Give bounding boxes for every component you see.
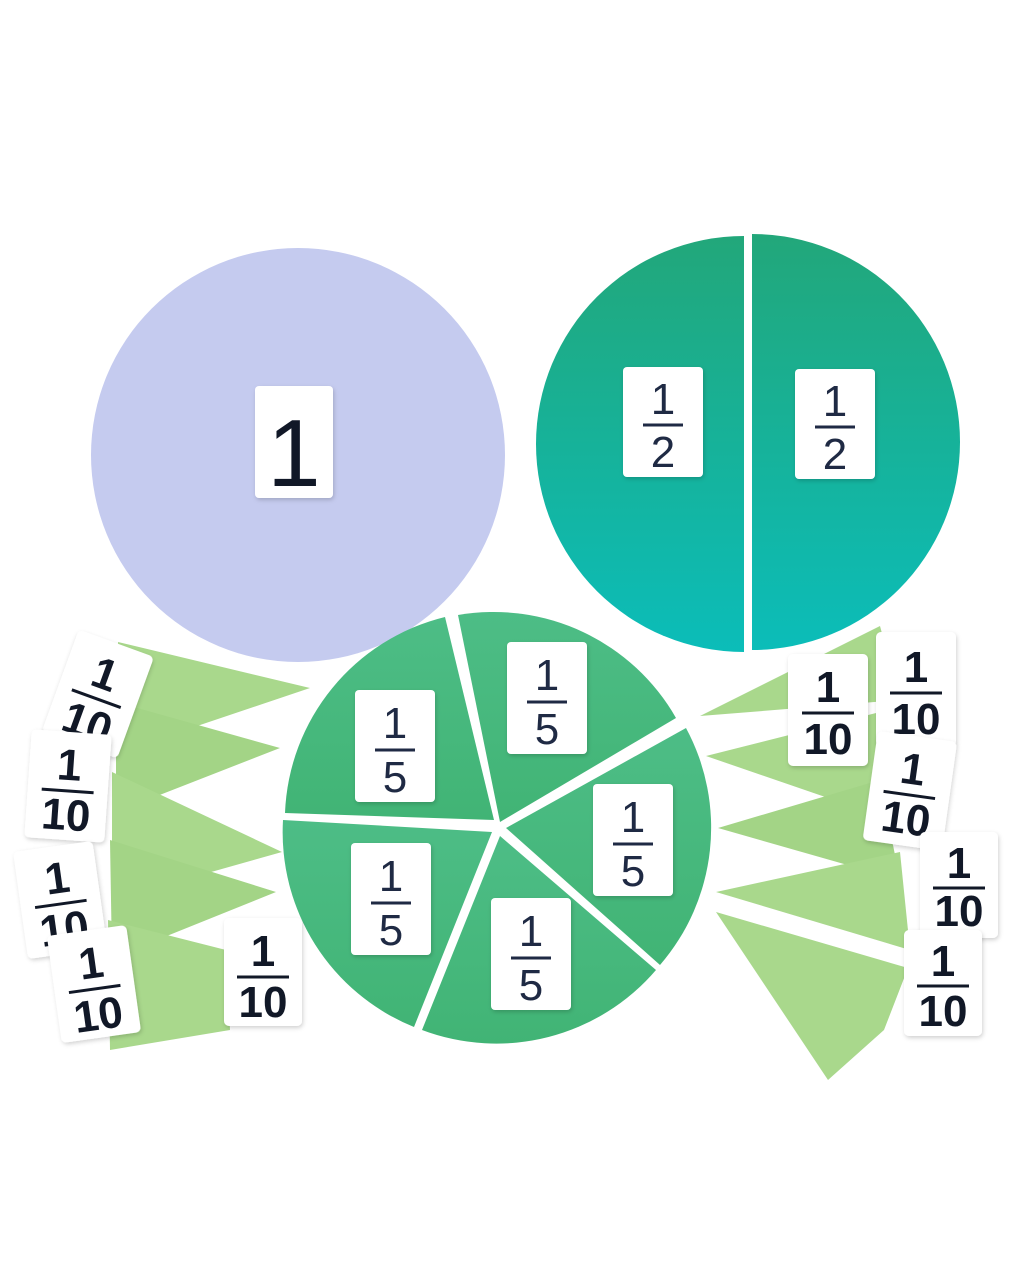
tenth-denominator: 10 xyxy=(40,789,92,841)
tenth-denominator: 10 xyxy=(919,987,968,1036)
tenth-card: 1 10 xyxy=(24,729,112,843)
fifth-denominator: 5 xyxy=(379,906,403,955)
fifth-numerator: 1 xyxy=(621,793,645,842)
tenth-card: 1 10 xyxy=(788,654,868,766)
fifth-card: 1 5 xyxy=(355,690,435,802)
fifth-card: 1 5 xyxy=(507,642,587,754)
tenth-numerator: 1 xyxy=(56,740,84,791)
fifth-denominator: 5 xyxy=(383,753,407,802)
fifth-card: 1 5 xyxy=(593,784,673,896)
whole-card xyxy=(255,386,333,498)
tenth-numerator: 1 xyxy=(947,839,971,888)
fifth-numerator: 1 xyxy=(519,907,543,956)
tenth-card: 1 10 xyxy=(224,918,302,1027)
tenth-card: 1 10 xyxy=(904,930,982,1036)
fifth-denominator: 5 xyxy=(535,705,559,754)
fifth-numerator: 1 xyxy=(379,852,403,901)
tenth-numerator: 1 xyxy=(816,663,840,712)
fifth-denominator: 5 xyxy=(519,961,543,1010)
tenth-denominator: 10 xyxy=(935,887,984,936)
tenth-denominator: 10 xyxy=(804,715,853,764)
fifth-numerator: 1 xyxy=(383,699,407,748)
half-denominator: 2 xyxy=(823,430,847,479)
fifth-denominator: 5 xyxy=(621,847,645,896)
half-numerator: 1 xyxy=(823,377,847,426)
tenth-card: 1 10 xyxy=(876,632,956,746)
tenth-card: 1 10 xyxy=(47,925,141,1043)
tenth-numerator: 1 xyxy=(904,643,928,692)
tenth-card: 1 10 xyxy=(13,841,107,959)
fifth-numerator: 1 xyxy=(535,651,559,700)
tenth-card: 1 10 xyxy=(920,832,998,938)
half-denominator: 2 xyxy=(651,428,675,477)
half-numerator: 1 xyxy=(651,375,675,424)
half-card-right: 1 2 xyxy=(795,369,875,479)
tenth-numerator: 1 xyxy=(251,927,275,976)
fifth-card: 1 5 xyxy=(491,898,571,1010)
whole-circle: 1 xyxy=(91,248,505,662)
tenth-numerator: 1 xyxy=(931,937,955,986)
fifth-card: 1 5 xyxy=(351,843,431,955)
tenths-wedges-left xyxy=(108,642,310,1050)
tenth-denominator: 10 xyxy=(71,988,126,1043)
halves-circle: 1 2 1 2 xyxy=(536,234,960,652)
half-card-left: 1 2 xyxy=(623,367,703,477)
tenth-card: 1 10 xyxy=(863,731,957,851)
whole-label: 1 xyxy=(267,400,320,507)
tenth-card: 1 10 xyxy=(43,630,153,758)
tenth-denominator: 10 xyxy=(239,978,288,1027)
